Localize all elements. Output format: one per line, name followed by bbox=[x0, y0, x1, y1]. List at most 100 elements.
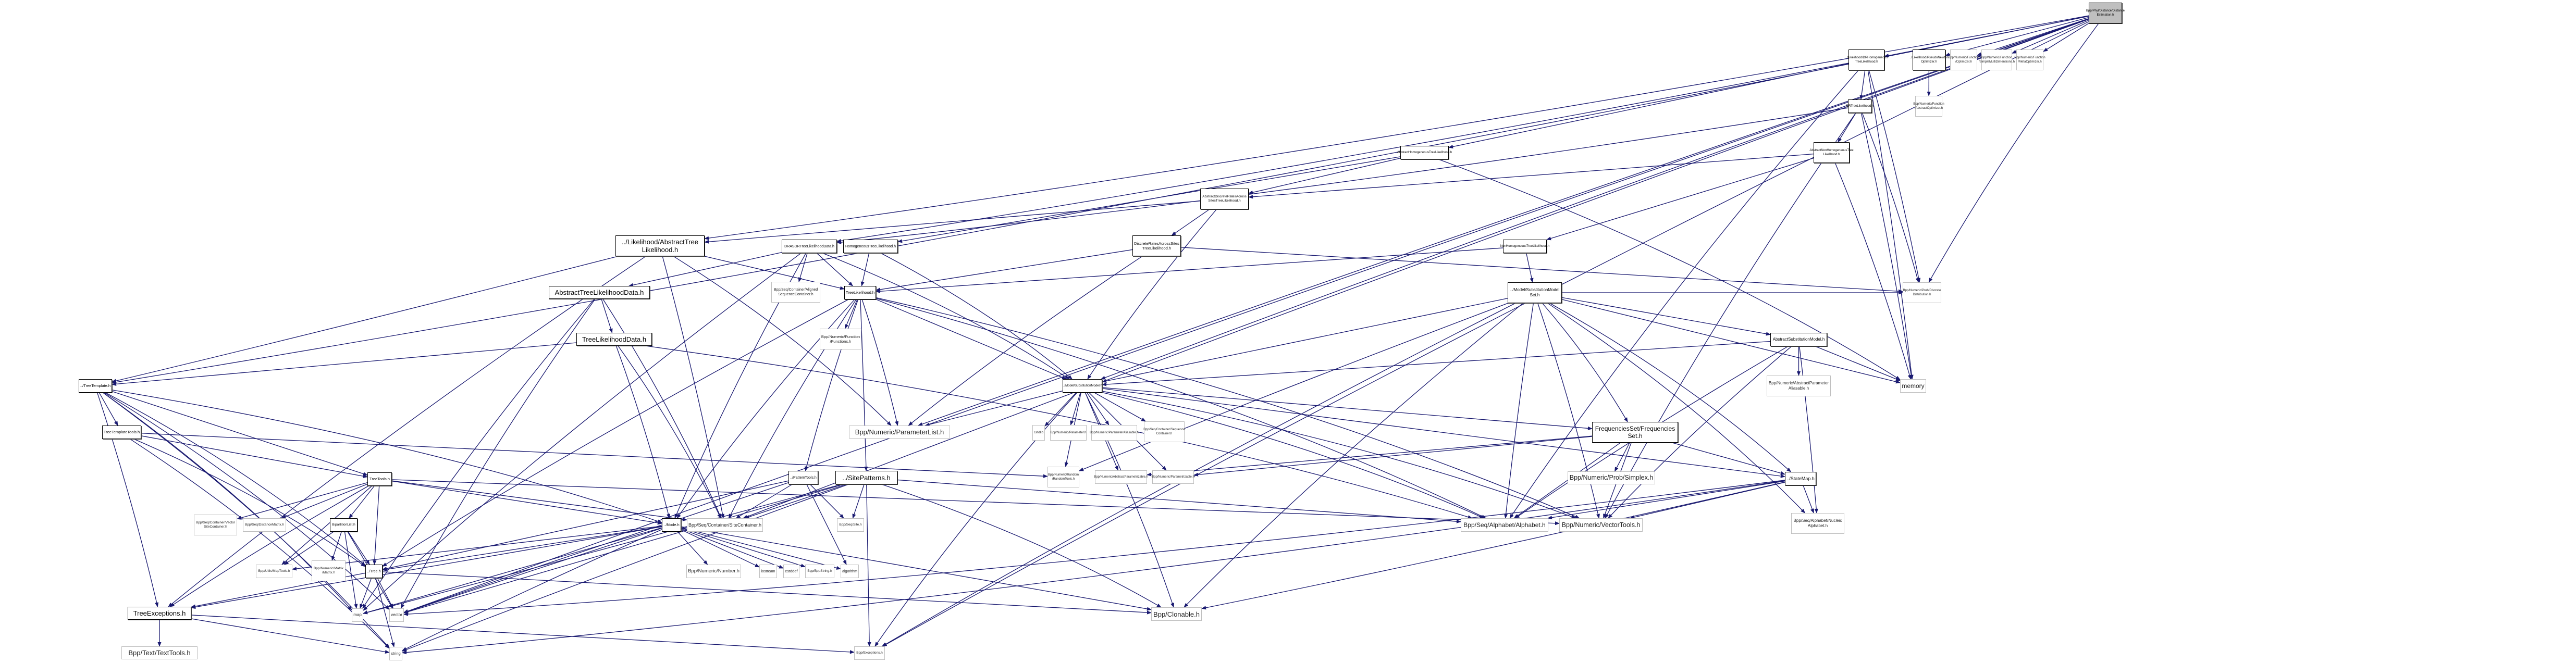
graph-node-tt[interactable]: ../TreeTemplate.h bbox=[79, 379, 112, 393]
graph-node-node[interactable]: ../Node.h bbox=[662, 518, 681, 532]
edge-nhtl-to-sms bbox=[1526, 253, 1534, 283]
graph-node-nhtl[interactable]: NonHomogeneousTreeLikelihood.h bbox=[1500, 240, 1549, 253]
graph-node-tld[interactable]: TreeLikelihoodData.h bbox=[576, 333, 652, 346]
graph-node-memory[interactable]: memory bbox=[1900, 379, 1926, 393]
graph-node-meta[interactable]: Bpp/Numeric/Function /MetaOptimizer.h bbox=[2014, 49, 2045, 70]
graph-node-probdist[interactable]: Bpp/Numeric/Prob/Discrete Distribution.h bbox=[1903, 282, 1941, 303]
edge-ttt-to-tree bbox=[133, 439, 366, 567]
graph-node-rand[interactable]: Bpp/Numeric/Random /RandomTools.h bbox=[1047, 467, 1079, 487]
graph-node-homtl[interactable]: HomogeneousTreeLikelihood.h bbox=[843, 240, 898, 253]
graph-node-root[interactable]: Bpp/Phyl/Distance/Distance Estimation.h bbox=[2086, 3, 2125, 23]
graph-node-dras[interactable]: DiscreteRatesAcrossSites TreeLikelihood.… bbox=[1132, 235, 1181, 256]
graph-node-tl[interactable]: TreeLikelihood.h bbox=[844, 286, 876, 299]
graph-node-drhtl[interactable]: ../Likelihood/DRHomogeneous TreeLikeliho… bbox=[1845, 49, 1888, 70]
edge-asm-to-vtools bbox=[1608, 346, 1792, 519]
graph-node-bppstring[interactable]: Bpp/BppString.h bbox=[805, 565, 834, 578]
edge-sm-to-param bbox=[1070, 392, 1081, 426]
graph-node-vtools[interactable]: Bpp/Numeric/VectorTools.h bbox=[1559, 518, 1643, 532]
graph-node-clonable[interactable]: Bpp/Clonable.h bbox=[1151, 607, 1202, 621]
node-label: TreeTemplateTools.h bbox=[103, 430, 140, 435]
graph-node-asc[interactable]: Bpp/Seq/Container/Aligned SequenceContai… bbox=[771, 282, 820, 303]
graph-node-sitecont[interactable]: Bpp/Seq/Container/SiteContainer.h bbox=[687, 518, 763, 532]
edge-tree-to-map bbox=[360, 578, 372, 609]
node-label: memory bbox=[1902, 382, 1925, 390]
node-label: algorithm bbox=[842, 569, 857, 573]
graph-node-matrix[interactable]: Bpp/Numeric/Matrix /Matrix.h bbox=[312, 560, 346, 581]
graph-node-anhtl[interactable]: AbstractNonHomogeneousTree Likelihood.h bbox=[1809, 142, 1854, 163]
graph-node-maptools[interactable]: Bpp/Utils/MapTools.h bbox=[256, 565, 292, 578]
graph-node-adras[interactable]: AbstractDiscreteRatesAcross SitesTreeLik… bbox=[1200, 189, 1249, 209]
graph-node-atl[interactable]: ../Likelihood/AbstractTree Likelihood.h bbox=[615, 235, 705, 256]
graph-node-sm[interactable]: ../Model/SubstitutionModel.h bbox=[1063, 379, 1102, 393]
graph-node-string[interactable]: string bbox=[389, 647, 402, 660]
graph-node-drtl[interactable]: DRTreeLikelihood.h bbox=[1846, 99, 1874, 113]
node-label: Bpp/Seq/Site.h bbox=[839, 522, 862, 527]
edge-treetools-to-maptools bbox=[281, 485, 373, 565]
graph-node-alpha[interactable]: Bpp/Seq/Alphabet/Alphabet.h bbox=[1461, 518, 1548, 532]
graph-node-atld[interactable]: AbstractTreeLikelihoodData.h bbox=[549, 286, 650, 299]
edge-statemap-to-vector bbox=[403, 480, 1785, 616]
graph-node-funcs[interactable]: Bpp/Numeric/Function /Functions.h bbox=[820, 329, 861, 349]
node-label: Bpp/Text/TextTools.h bbox=[128, 649, 191, 657]
edge-drtl-to-drasdr bbox=[836, 107, 1848, 244]
node-label: TreeTools.h bbox=[369, 477, 390, 482]
edge-sm-to-clonable bbox=[1084, 392, 1174, 608]
graph-node-asm[interactable]: AbstractSubstitutionModel.h bbox=[1770, 333, 1827, 346]
graph-node-seqcont[interactable]: Bpp/Seq/Container/Sequence Container.h bbox=[1143, 421, 1185, 442]
graph-node-vsc[interactable]: Bpp/Seq/Container/Vector SiteContainer.h bbox=[194, 515, 237, 535]
graph-node-pno[interactable]: ../Likelihood/PseudoNewton Optimizer.h bbox=[1909, 49, 1949, 70]
node-label: map bbox=[353, 612, 362, 617]
edge-ahtl-to-adras bbox=[1248, 158, 1401, 194]
graph-node-apa[interactable]: Bpp/Numeric/AbstractParameter Aliasable.… bbox=[1767, 376, 1831, 396]
graph-node-sms[interactable]: ../Model/SubstitutionModel Set.h bbox=[1508, 282, 1562, 303]
graph-node-smd[interactable]: Bpp/Numeric/Function /SimpleMultiDimensi… bbox=[1979, 49, 2015, 70]
graph-node-statemap[interactable]: ../StateMap.h bbox=[1785, 472, 1816, 485]
graph-node-number[interactable]: Bpp/Numeric/Number.h bbox=[686, 565, 741, 578]
edge-sms-to-alpha bbox=[1503, 303, 1534, 519]
node-label: Bpp/Numeric/Parametrizable.h bbox=[1152, 476, 1194, 479]
graph-node-algorithm[interactable]: algorithm bbox=[841, 565, 859, 578]
graph-node-iostream[interactable]: iostream bbox=[759, 565, 777, 578]
graph-node-paral[interactable]: Bpp/Numeric/ParameterAliasable.h bbox=[1090, 425, 1139, 441]
graph-node-simplex[interactable]: Bpp/Numeric/Prob/Simplex.h bbox=[1568, 471, 1655, 484]
edge-sm-to-cstdlib bbox=[1044, 392, 1077, 427]
graph-node-param[interactable]: Bpp/Numeric/Parameter.h bbox=[1050, 425, 1087, 441]
edge-sms-to-clonable bbox=[1184, 303, 1524, 608]
graph-node-bip[interactable]: BipartitionList.h bbox=[330, 518, 358, 532]
graph-node-tree[interactable]: ../Tree.h bbox=[365, 565, 383, 578]
edge-sitepat-to-site bbox=[852, 484, 865, 519]
graph-node-plist[interactable]: Bpp/Numeric/ParameterList.h bbox=[849, 426, 950, 439]
graph-node-cstdlib[interactable]: cstdlib bbox=[1032, 425, 1045, 441]
node-label: Bpp/Seq/Container/Aligned SequenceContai… bbox=[773, 288, 818, 296]
graph-node-texc[interactable]: TreeExceptions.h bbox=[128, 607, 191, 620]
graph-node-cstddef[interactable]: cstddef bbox=[783, 565, 799, 578]
graph-node-exceptions[interactable]: Bpp/Exceptions.h bbox=[854, 646, 885, 660]
graph-node-fs[interactable]: FrequenciesSet/Frequencies Set.h bbox=[1592, 422, 1678, 443]
graph-node-pattools[interactable]: ../PatternTools.h bbox=[788, 471, 818, 484]
edge-treetools-to-texc bbox=[169, 485, 369, 607]
graph-node-map[interactable]: map bbox=[352, 608, 363, 622]
edge-atld-to-sitecont bbox=[602, 298, 722, 519]
graph-node-aparam[interactable]: Bpp/Numeric/AbstractParametrizable.h bbox=[1094, 470, 1148, 484]
graph-node-vector[interactable]: vector bbox=[389, 608, 404, 622]
graph-node-drasdr[interactable]: DRASDRTreeLikelihoodData.h bbox=[782, 240, 837, 253]
node-label: ../Model/SubstitutionModel.h bbox=[1063, 384, 1102, 387]
edge-dras-to-plist bbox=[908, 256, 1143, 426]
graph-node-opt[interactable]: Bpp/Numeric/Function /Optimizer.h bbox=[1948, 49, 1979, 70]
edge-ahtl-to-homtl bbox=[897, 156, 1401, 243]
edge-drasdr-to-tl bbox=[816, 253, 853, 286]
graph-node-dmat[interactable]: Bpp/Seq/DistanceMatrix.h bbox=[243, 518, 286, 532]
graph-node-nucalpha[interactable]: Bpp/Seq/Alphabet/Nucleic Alphabet.h bbox=[1791, 513, 1844, 534]
edge-atld-to-tld bbox=[601, 298, 613, 333]
graph-node-ahtl[interactable]: AbstractHomogeneousTreeLikelihood.h bbox=[1397, 146, 1452, 159]
node-label: Bpp/Numeric/Prob/Simplex.h bbox=[1569, 474, 1654, 482]
graph-node-sitepat[interactable]: ../SitePatterns.h bbox=[835, 471, 897, 484]
edge-ahtl-to-memory bbox=[1438, 159, 1901, 380]
graph-node-texttools[interactable]: Bpp/Text/TextTools.h bbox=[121, 646, 198, 659]
graph-node-treetools[interactable]: TreeTools.h bbox=[367, 472, 392, 486]
edge-sitepat-to-alpha bbox=[897, 479, 1461, 523]
graph-node-absopt[interactable]: Bpp/Numeric/Function /AbstractOptimizer.… bbox=[1913, 96, 1944, 117]
graph-node-ttt[interactable]: TreeTemplateTools.h bbox=[102, 426, 141, 439]
graph-node-parametrizable[interactable]: Bpp/Numeric/Parametrizable.h bbox=[1152, 470, 1194, 484]
graph-node-site[interactable]: Bpp/Seq/Site.h bbox=[837, 518, 864, 532]
